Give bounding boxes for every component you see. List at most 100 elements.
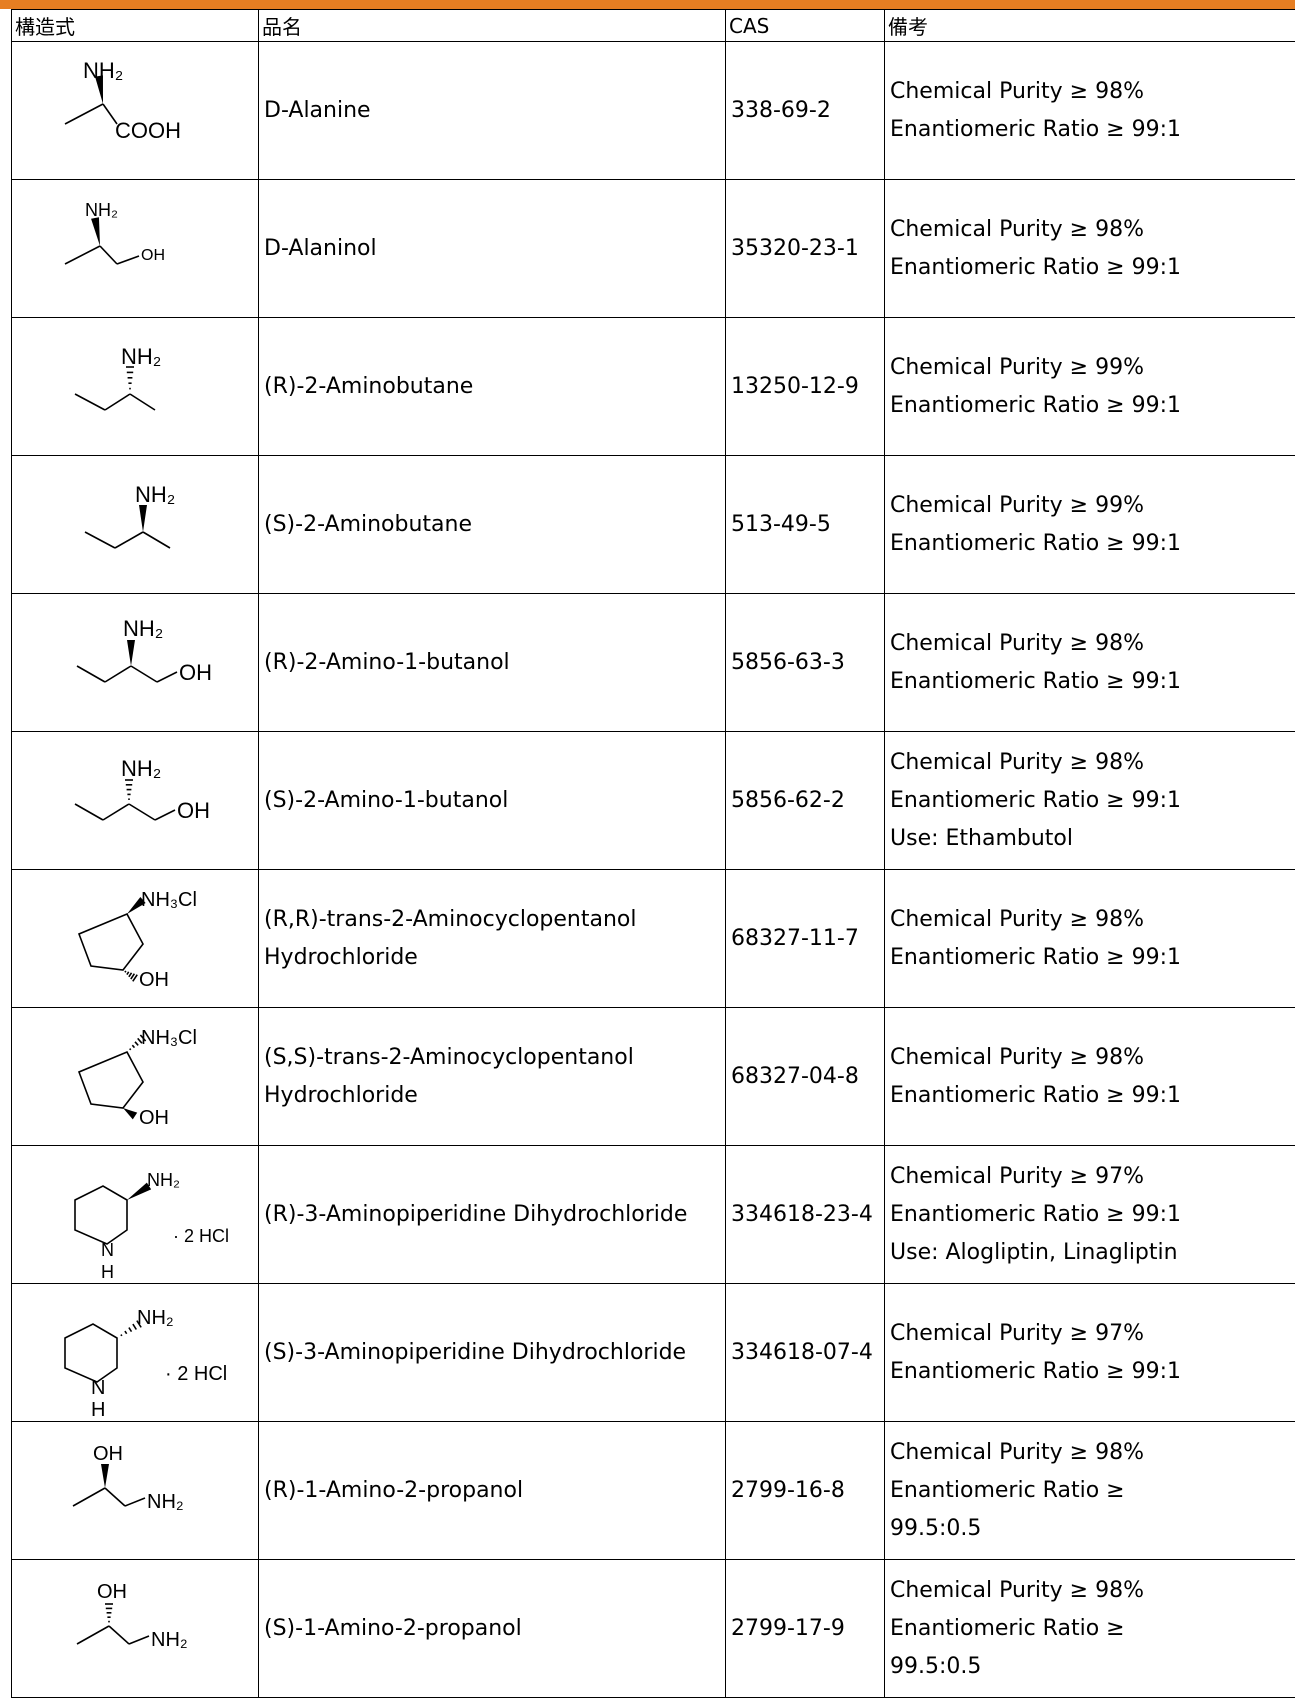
- remark-line: Chemical Purity ≥ 98%: [890, 1577, 1145, 1603]
- remark-line: Enantiomeric Ratio ≥ 99:1: [890, 254, 1181, 280]
- structure-cell: OH NH₂: [11, 1559, 259, 1698]
- cas-number: 334618-23-4: [731, 1201, 873, 1227]
- label-amine: NH₂: [135, 482, 175, 507]
- label-hydroxyl: OH: [139, 969, 169, 991]
- label-ammonium: NH₃Cl: [141, 1027, 197, 1049]
- product-name-line: (S)-1-Amino-2-propanol: [264, 1615, 522, 1641]
- remark-line: Chemical Purity ≥ 98%: [890, 749, 1145, 775]
- remark-line: Enantiomeric Ratio ≥ 99:1: [890, 1201, 1181, 1227]
- structure-drawing: NH₂: [84, 482, 175, 549]
- cas-cell: 338-69-2: [725, 41, 885, 180]
- remark-line: Enantiomeric Ratio ≥ 99:1: [890, 392, 1181, 418]
- remarks-cell: Chemical Purity ≥ 97% Enantiomeric Ratio …: [884, 1283, 1295, 1422]
- table-row: NH₂ OH (S)-2-Amino-1-butanol 5856-62-2 Chemi…: [11, 731, 1295, 870]
- product-name-line: (R)-2-Aminobutane: [264, 373, 474, 399]
- product-name-line: (R)-2-Amino-1-butanol: [264, 649, 510, 675]
- product-name-line: (S,S)-trans-2-Aminocyclopentanol: [264, 1044, 634, 1070]
- cas-number: 68327-11-7: [731, 925, 859, 951]
- remark-line: Enantiomeric Ratio ≥ 99:1: [890, 668, 1181, 694]
- remark-line: Chemical Purity ≥ 98%: [890, 1044, 1145, 1070]
- structure-drawing: NH₂ OH: [74, 756, 210, 823]
- remark-line: Enantiomeric Ratio ≥: [890, 1615, 1125, 1641]
- cas-number: 5856-63-3: [731, 649, 845, 675]
- label-salt: · 2 HCl: [173, 1226, 229, 1246]
- product-name-line: (R)-3-Aminopiperidine Dihydrochloride: [264, 1201, 688, 1227]
- remark-line: Chemical Purity ≥ 97%: [890, 1163, 1145, 1189]
- structure-cell: NH₂: [11, 455, 259, 594]
- cas-number: 338-69-2: [731, 97, 831, 123]
- remark-line: Chemical Purity ≥ 99%: [890, 354, 1145, 380]
- cas-cell: 68327-04-8: [725, 1007, 885, 1146]
- remarks-cell: Chemical Purity ≥ 98% Enantiomeric Ratio …: [884, 869, 1295, 1008]
- header-name: 品名: [258, 9, 726, 42]
- product-name-cell: (S)-2-Aminobutane: [258, 455, 726, 594]
- product-name-line: (R)-1-Amino-2-propanol: [264, 1477, 524, 1503]
- cas-cell: 68327-11-7: [725, 869, 885, 1008]
- header-structure: 構造式: [11, 9, 259, 42]
- label-hydroxyl: OH: [177, 798, 210, 823]
- remark-line: Enantiomeric Ratio ≥ 99:1: [890, 787, 1181, 813]
- label-carboxyl: COOH: [115, 118, 181, 143]
- remark-line: Chemical Purity ≥ 97%: [890, 1320, 1145, 1346]
- remarks-cell: Chemical Purity ≥ 98% Enantiomeric Ratio …: [884, 731, 1295, 870]
- label-amine: NH₂: [121, 756, 161, 781]
- cas-cell: 35320-23-1: [725, 179, 885, 318]
- remark-line: 99.5:0.5: [890, 1653, 982, 1679]
- product-name-line: (R,R)-trans-2-Aminocyclopentanol: [264, 906, 637, 932]
- remark-line: Enantiomeric Ratio ≥ 99:1: [890, 530, 1181, 556]
- cas-cell: 5856-63-3: [725, 593, 885, 732]
- label-amine: NH₂: [123, 616, 163, 641]
- remark-line: Enantiomeric Ratio ≥ 99:1: [890, 1358, 1181, 1384]
- remark-line: Chemical Purity ≥ 98%: [890, 906, 1145, 932]
- remark-line: Chemical Purity ≥ 98%: [890, 78, 1145, 104]
- cas-number: 2799-17-9: [731, 1615, 845, 1641]
- product-name-line: Hydrochloride: [264, 944, 418, 970]
- product-name-cell: D-Alanine: [258, 41, 726, 180]
- remarks-cell: Chemical Purity ≥ 98%Enantiomeric Ratio …: [884, 593, 1295, 732]
- remark-line: Enantiomeric Ratio ≥ 99:1: [890, 944, 1181, 970]
- remarks-cell: Chemical Purity ≥ 97% Enantiomeric Ratio …: [884, 1145, 1295, 1284]
- remark-line: 99.5:0.5: [890, 1515, 982, 1541]
- remark-line: Use: Alogliptin, Linagliptin: [890, 1239, 1178, 1265]
- cas-number: 5856-62-2: [731, 787, 845, 813]
- table-header-row: 構造式 品名 CAS 備考: [11, 9, 1295, 42]
- label-amine: NH₂: [121, 344, 161, 369]
- cas-number: 2799-16-8: [731, 1477, 845, 1503]
- label-amine: NH₂: [151, 1629, 188, 1651]
- structure-drawing: NH₂: [74, 344, 161, 411]
- remark-line: Chemical Purity ≥ 99%: [890, 492, 1145, 518]
- product-name-cell: (S)-1-Amino-2-propanol: [258, 1559, 726, 1698]
- remark-line: Enantiomeric Ratio ≥: [890, 1477, 1125, 1503]
- remarks-cell: Chemical Purity ≥ 98%Enantiomeric Ratio …: [884, 1421, 1295, 1560]
- label-hydroxyl: OH: [179, 660, 212, 685]
- structure-drawing: OH NH₂: [76, 1581, 188, 1651]
- label-hydroxyl: OH: [139, 1107, 169, 1129]
- product-name-cell: (S)-2-Amino-1-butanol: [258, 731, 726, 870]
- cas-cell: 334618-23-4: [725, 1145, 885, 1284]
- product-name-line: (S)-2-Aminobutane: [264, 511, 473, 537]
- product-name-line: (S)-2-Amino-1-butanol: [264, 787, 509, 813]
- cas-cell: 513-49-5: [725, 455, 885, 594]
- cas-cell: 2799-17-9: [725, 1559, 885, 1698]
- label-hydroxyl: OH: [97, 1581, 127, 1603]
- product-name-cell: (R)-2-Aminobutane: [258, 317, 726, 456]
- cas-cell: 13250-12-9: [725, 317, 885, 456]
